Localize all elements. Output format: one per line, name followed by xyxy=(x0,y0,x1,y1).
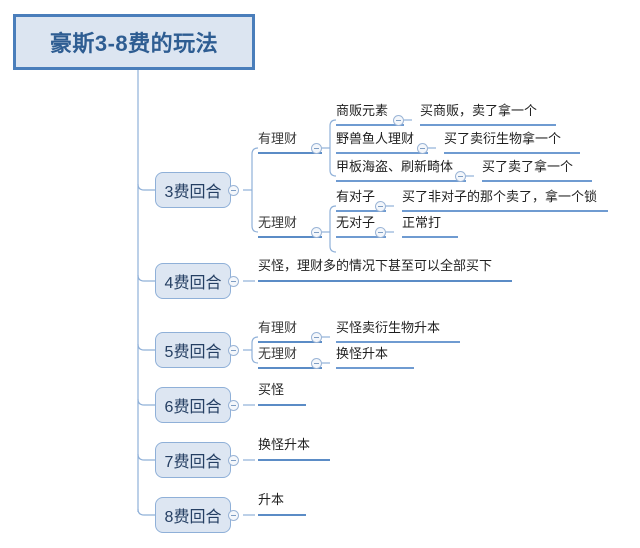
collapse-toggle-icon-无理财-cost5[interactable] xyxy=(311,358,322,369)
underline-detail-野兽鱼人理财 xyxy=(444,152,580,154)
collapse-toggle-icon-无理财-cost3[interactable] xyxy=(311,227,322,238)
underline-有理财-cost3 xyxy=(258,152,322,155)
underline-有理财-cost5 xyxy=(258,341,322,344)
node-label: 5费回合 xyxy=(164,344,222,361)
topic-有理财-cost3[interactable]: 有理财 xyxy=(258,131,298,146)
underline-detail-7费回合 xyxy=(258,459,330,462)
detail-4费回合[interactable]: 买怪，理财多的情况下甚至可以全部买下 xyxy=(258,258,493,273)
collapse-toggle-icon-cost8[interactable] xyxy=(228,510,239,521)
underline-detail-甲板海盗刷新畸体 xyxy=(482,180,592,182)
underline-野兽鱼人理财 xyxy=(336,152,428,154)
topic-无理财-cost3[interactable]: 无理财 xyxy=(258,215,298,230)
underline-无理财-cost5 xyxy=(258,367,322,370)
collapse-toggle-icon-商贩元素[interactable] xyxy=(393,115,404,126)
elbow-cost7 xyxy=(137,453,155,461)
underline-detail-无对子 xyxy=(402,236,458,238)
node-4费回合[interactable]: 4费回合 xyxy=(155,263,231,299)
underline-有对子 xyxy=(336,210,386,212)
node-label: 7费回合 xyxy=(164,454,222,471)
elbow-cost6 xyxy=(137,398,155,406)
detail-有理财-cost5[interactable]: 买怪卖衍生物升本 xyxy=(336,320,441,335)
topic-甲板海盗刷新畸体[interactable]: 甲板海盗、刷新畸体 xyxy=(336,159,454,174)
detail-甲板海盗刷新畸体[interactable]: 买了卖了拿一个 xyxy=(482,159,574,174)
collapse-toggle-icon-cost6[interactable] xyxy=(228,400,239,411)
underline-detail-4费回合 xyxy=(258,280,512,283)
underline-无理财-cost3 xyxy=(258,236,322,239)
detail-6费回合[interactable]: 买怪 xyxy=(258,382,285,397)
topic-无理财-cost5[interactable]: 无理财 xyxy=(258,346,298,361)
root-node[interactable]: 豪斯3-8费的玩法 xyxy=(13,14,255,70)
topic-有对子[interactable]: 有对子 xyxy=(336,189,376,204)
topic-无对子[interactable]: 无对子 xyxy=(336,215,376,230)
node-8费回合[interactable]: 8费回合 xyxy=(155,497,231,533)
underline-detail-有理财-cost5 xyxy=(336,341,460,343)
detail-无对子[interactable]: 正常打 xyxy=(402,215,442,230)
node-label: 6费回合 xyxy=(164,399,222,416)
collapse-toggle-icon-有理财-cost5[interactable] xyxy=(311,332,322,343)
detail-商贩元素[interactable]: 买商贩，卖了拿一个 xyxy=(420,103,538,118)
node-label: 4费回合 xyxy=(164,275,222,292)
collapse-toggle-icon-有理财-cost3[interactable] xyxy=(311,143,322,154)
underline-detail-6费回合 xyxy=(258,404,306,407)
node-6费回合[interactable]: 6费回合 xyxy=(155,387,231,423)
topic-商贩元素[interactable]: 商贩元素 xyxy=(336,103,389,118)
detail-有对子[interactable]: 买了非对子的那个卖了，拿一个锁 xyxy=(402,189,598,204)
underline-商贩元素 xyxy=(336,124,404,126)
topic-野兽鱼人理财[interactable]: 野兽鱼人理财 xyxy=(336,131,415,146)
underline-无对子 xyxy=(336,236,386,238)
underline-detail-无理财-cost5 xyxy=(336,367,414,369)
node-3费回合[interactable]: 3费回合 xyxy=(155,172,231,208)
elbow-cost8 xyxy=(137,508,155,516)
collapse-toggle-icon-野兽鱼人理财[interactable] xyxy=(417,143,428,154)
detail-无理财-cost5[interactable]: 换怪升本 xyxy=(336,346,389,361)
topic-有理财-cost5[interactable]: 有理财 xyxy=(258,320,298,335)
detail-8费回合[interactable]: 升本 xyxy=(258,492,285,507)
collapse-toggle-icon-cost7[interactable] xyxy=(228,455,239,466)
collapse-toggle-icon-无对子[interactable] xyxy=(375,227,386,238)
node-label: 3费回合 xyxy=(164,184,222,201)
elbow-cost4 xyxy=(137,274,155,282)
underline-detail-8费回合 xyxy=(258,514,306,517)
node-label: 8费回合 xyxy=(164,509,222,526)
node-5费回合[interactable]: 5费回合 xyxy=(155,332,231,368)
underline-detail-有对子 xyxy=(402,210,608,212)
elbow-cost3 xyxy=(137,183,155,191)
underline-detail-商贩元素 xyxy=(420,124,556,126)
underline-甲板海盗刷新畸体 xyxy=(336,180,466,182)
collapse-toggle-icon-cost5[interactable] xyxy=(228,345,239,356)
collapse-toggle-icon-cost3[interactable] xyxy=(228,185,239,196)
root-label: 豪斯3-8费的玩法 xyxy=(49,31,219,56)
collapse-toggle-icon-cost4[interactable] xyxy=(228,276,239,287)
detail-野兽鱼人理财[interactable]: 买了卖衍生物拿一个 xyxy=(444,131,562,146)
detail-7费回合[interactable]: 换怪升本 xyxy=(258,437,311,452)
collapse-toggle-icon-甲板海盗刷新畸体[interactable] xyxy=(455,171,466,182)
node-7费回合[interactable]: 7费回合 xyxy=(155,442,231,478)
elbow-cost5 xyxy=(137,343,155,351)
collapse-toggle-icon-有对子[interactable] xyxy=(375,201,386,212)
